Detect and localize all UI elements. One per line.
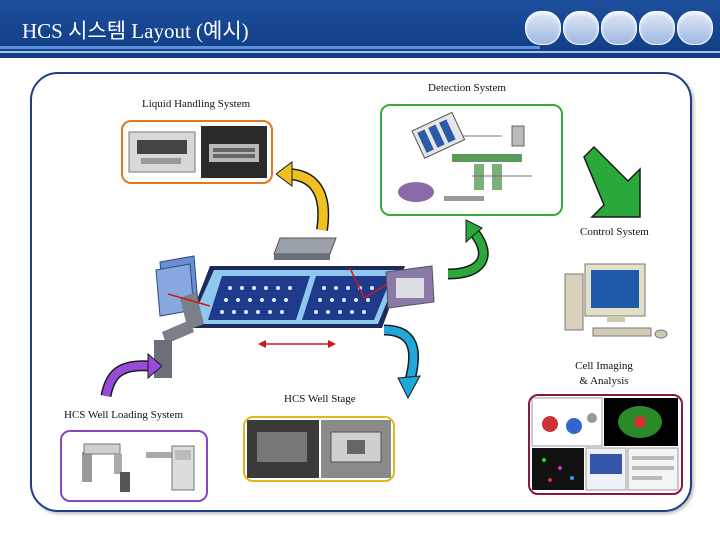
cell-imaging-image [528,394,683,495]
page-title: HCS 시스템 Layout (예시) [22,19,249,43]
arrow-control-icon [583,145,641,218]
well-loading-label: HCS Well Loading System [64,409,183,421]
cell-imaging-label: Cell Imaging [575,360,633,372]
header-divider-light [0,51,720,53]
computer-icon [564,263,668,339]
liquid-handling-label: Liquid Handling System [142,98,251,110]
liquid-handling-image [121,120,273,184]
decorative-pill [563,11,599,45]
decorative-pill [639,11,675,45]
decorative-pill [677,11,713,45]
cell-imaging-label-2: & Analysis [579,375,629,387]
detection-system-image [380,104,563,216]
detection-system-label: Detection System [428,82,506,94]
stage-illustration [154,237,435,378]
arrow-loading-icon [100,352,162,398]
well-stage-image [243,416,395,482]
well-loading-image [60,430,208,502]
well-stage-label: HCS Well Stage [284,393,356,405]
title-bar: HCS 시스템 Layout (예시) [0,0,720,58]
decorative-pill [525,11,561,45]
arrow-stage-to-cell-icon [383,324,421,400]
arrow-liquid-to-stage-icon [276,161,330,231]
control-system-label: Control System [580,226,649,238]
header-divider [0,46,540,49]
decorative-pill [601,11,637,45]
arrow-stage-to-detection-icon [447,219,489,280]
